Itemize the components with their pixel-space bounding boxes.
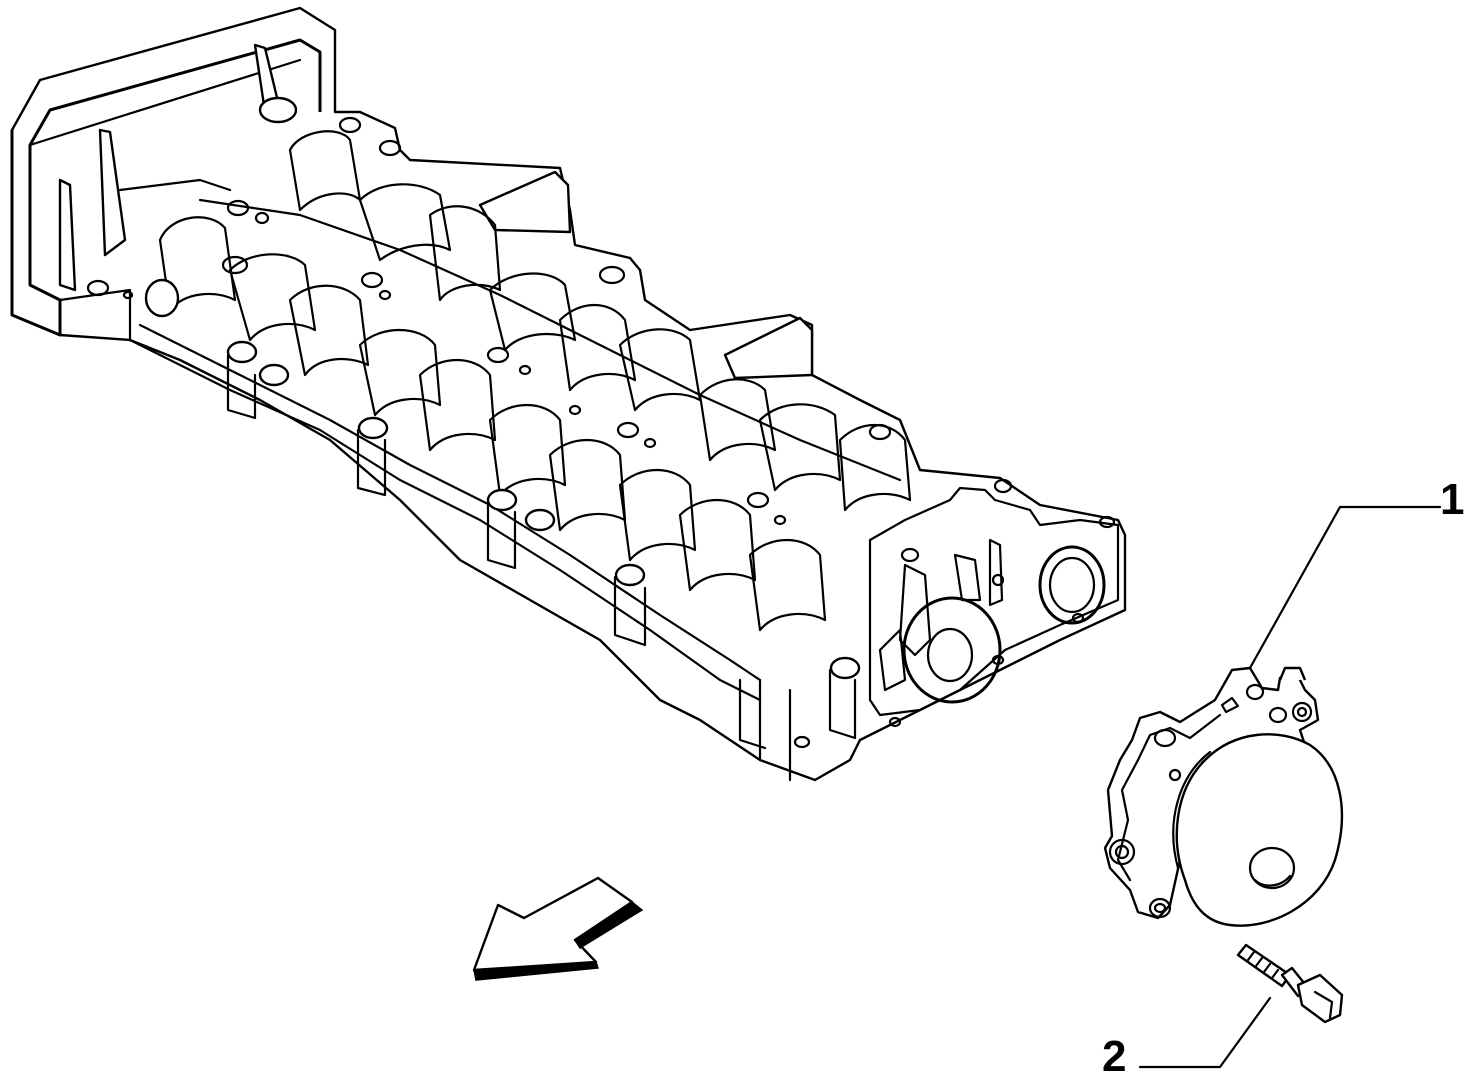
front-end-face (868, 486, 1120, 717)
vacuum-pump (1103, 666, 1344, 927)
support-pillars (226, 353, 857, 750)
upper-camshaft (288, 130, 912, 512)
direction-arrow-icon (472, 876, 644, 981)
bolt-bosses (86, 96, 1116, 749)
lower-camshaft (158, 216, 827, 632)
leader-lines (1138, 505, 1442, 1069)
callout-label-1: 1 (1440, 475, 1465, 524)
camshaft-housing (10, 6, 1127, 782)
callout-label-2: 2 (1102, 1032, 1127, 1081)
bolt (1236, 943, 1344, 1024)
